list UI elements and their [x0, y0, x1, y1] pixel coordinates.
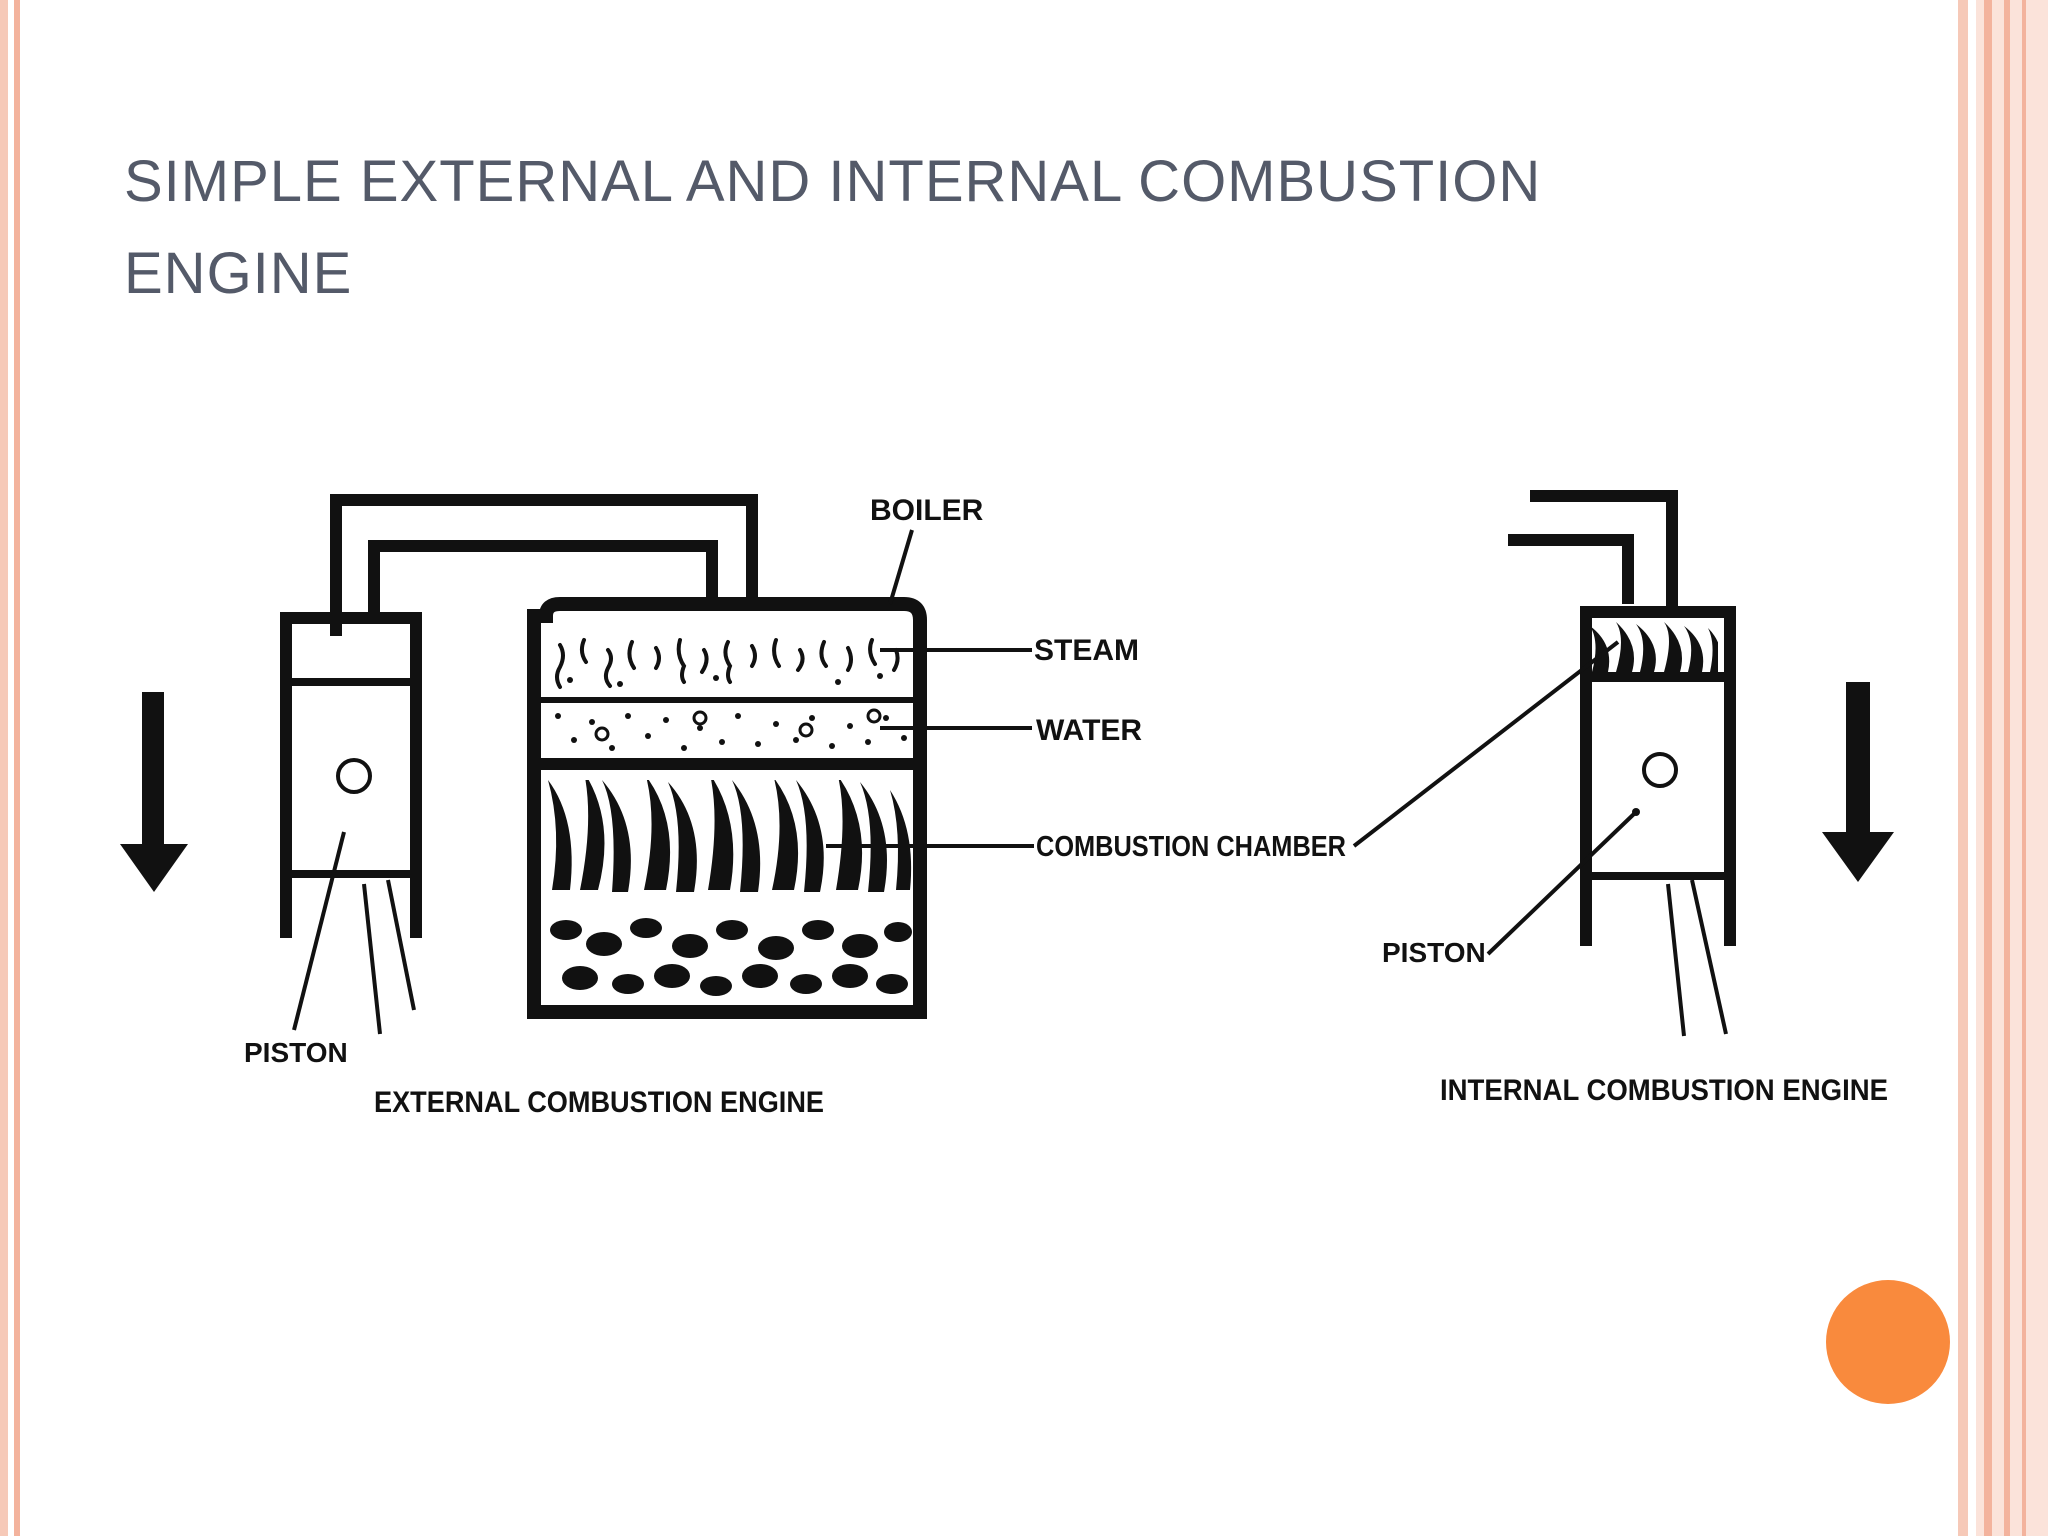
- slide-accent-dot: [1826, 1280, 1950, 1404]
- steam-pipe-inner: [368, 540, 718, 616]
- left-border-stripe: [14, 0, 20, 1536]
- internal-combustion-chamber-leader: [1352, 640, 1620, 848]
- internal-cylinder: [1580, 606, 1736, 1037]
- steam-label: STEAM: [1034, 634, 1139, 667]
- piston-pin: [1642, 752, 1678, 788]
- external-piston: [290, 678, 412, 686]
- external-cylinder: [280, 612, 422, 1035]
- internal-engine: [1352, 490, 1894, 1037]
- slide-title: SIMPLE EXTERNAL AND INTERNAL COMBUSTION …: [124, 149, 1542, 306]
- down-arrow-icon: [1822, 682, 1894, 882]
- boiler: [527, 597, 927, 1019]
- steam-region: [555, 638, 900, 689]
- combustion-chamber-label: COMBUSTION CHAMBER: [1036, 831, 1346, 863]
- left-border-stripe: [0, 0, 8, 1536]
- piston-pin: [336, 758, 372, 794]
- water-label: WATER: [1036, 714, 1142, 747]
- steam-pipe-outer: [330, 494, 758, 636]
- external-engine: [120, 494, 1034, 1035]
- down-arrow-icon: [120, 692, 188, 892]
- external-piston-leader: [292, 831, 346, 1031]
- right-border-stripe: [2022, 0, 2026, 1536]
- internal-piston-leader: [1486, 810, 1638, 956]
- boiler-label: BOILER: [870, 494, 984, 527]
- internal-piston: [1588, 872, 1728, 880]
- right-border-stripe: [1984, 0, 1992, 1536]
- fire-region: [548, 780, 912, 996]
- internal-piston-label: PISTON: [1382, 937, 1486, 968]
- external-piston-label: PISTON: [244, 1037, 348, 1068]
- right-border-stripe: [1958, 0, 1968, 1536]
- external-engine-caption: EXTERNAL COMBUSTION ENGINE: [374, 1086, 824, 1119]
- water-region: [555, 708, 907, 751]
- internal-engine-caption: INTERNAL COMBUSTION ENGINE: [1440, 1074, 1888, 1107]
- exhaust-pipe-inner: [1508, 534, 1634, 604]
- right-border-stripe: [2004, 0, 2010, 1536]
- exhaust-pipe-outer: [1530, 490, 1678, 614]
- boiler-leader: [888, 529, 914, 605]
